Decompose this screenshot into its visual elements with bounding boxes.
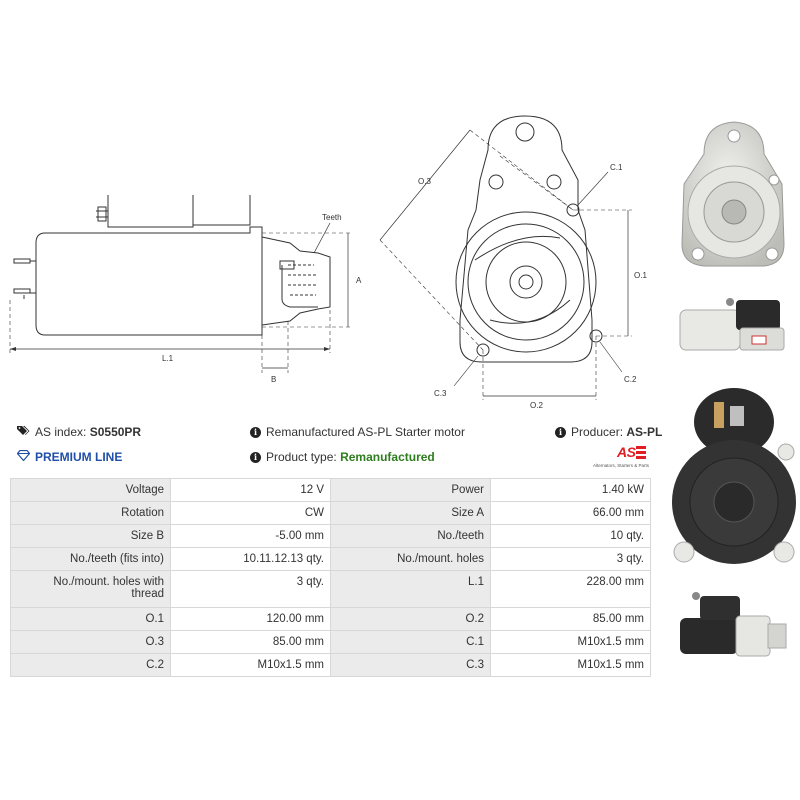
table-row: O.1 120.00 mm O.2 85.00 mm xyxy=(10,607,651,631)
teeth-label: Teeth xyxy=(322,213,342,222)
hole-c1 xyxy=(566,203,580,217)
diamond-icon xyxy=(16,449,31,464)
c2-label: C.2 xyxy=(624,375,637,384)
premium-line: PREMIUM LINE xyxy=(16,449,123,464)
dimension-o1-label: O.1 xyxy=(634,271,647,280)
spec-value: CW xyxy=(170,501,331,525)
spec-value: 66.00 mm xyxy=(490,501,651,525)
c3-label: C.3 xyxy=(434,389,447,398)
spec-label: C.1 xyxy=(330,630,491,654)
solenoid-outline xyxy=(107,195,194,228)
dimension-l1-label: L.1 xyxy=(162,354,174,363)
product-description-text: Remanufactured AS-PL Starter motor xyxy=(266,425,465,439)
product-description: i Remanufactured AS-PL Starter motor xyxy=(250,425,465,439)
table-row: C.2 M10x1.5 mm C.3 M10x1.5 mm xyxy=(10,653,651,677)
logo-letters: AS xyxy=(617,444,636,460)
spec-label: L.1 xyxy=(330,570,491,608)
logo-mark-icon xyxy=(636,446,646,459)
producer-label: Producer: xyxy=(571,425,624,439)
specifications-table: Voltage 12 V Power 1.40 kW Rotation CW S… xyxy=(10,478,651,677)
spec-value: 228.00 mm xyxy=(490,570,651,608)
info-icon: i xyxy=(250,426,261,438)
product-type: i Product type: Remanufactured xyxy=(250,450,435,464)
table-row: No./mount. holes with thread 3 qty. L.1 … xyxy=(10,570,651,608)
spec-value: 10.11.12.13 qty. xyxy=(170,547,331,571)
producer: i Producer: AS-PL xyxy=(555,425,662,439)
dimension-b-label: B xyxy=(271,375,276,384)
as-index-value[interactable]: S0550PR xyxy=(89,425,142,439)
c1-label: C.1 xyxy=(610,163,623,172)
spec-label: No./teeth xyxy=(330,524,491,548)
product-photo-side-2[interactable] xyxy=(676,588,792,664)
spec-label: No./teeth (fits into) xyxy=(10,547,171,571)
spec-value: 3 qty. xyxy=(490,547,651,571)
hole-c2 xyxy=(589,329,603,343)
tags-icon xyxy=(17,425,30,439)
product-photo-front[interactable] xyxy=(664,114,800,284)
spec-value: 3 qty. xyxy=(170,570,331,608)
as-index-label: AS index: xyxy=(35,425,87,439)
spec-label: Voltage xyxy=(10,478,171,502)
product-photo-rear[interactable] xyxy=(664,382,800,574)
front-view-drawing: O.3 O.1 O.2 C.1 C.2 C.3 xyxy=(379,115,647,410)
as-pl-logo: AS Alternators, Starters & Parts xyxy=(593,444,657,470)
spec-value: 120.00 mm xyxy=(170,607,331,631)
table-row: Size B -5.00 mm No./teeth 10 qty. xyxy=(10,524,651,548)
table-row: Voltage 12 V Power 1.40 kW xyxy=(10,478,651,502)
info-icon: i xyxy=(555,426,566,438)
info-icon: i xyxy=(250,451,261,463)
side-view-drawing: Teeth A L.1 B xyxy=(9,195,362,384)
logo-tagline: Alternators, Starters & Parts xyxy=(593,463,650,468)
table-row: No./teeth (fits into) 10.11.12.13 qty. N… xyxy=(10,547,651,571)
spec-value: 85.00 mm xyxy=(170,630,331,654)
spec-value: M10x1.5 mm xyxy=(490,653,651,677)
as-index: AS index: S0550PR xyxy=(17,425,141,439)
dimension-o3-label: O.3 xyxy=(418,177,431,186)
table-row: Rotation CW Size A 66.00 mm xyxy=(10,501,651,525)
motor-body-outline xyxy=(35,226,263,336)
spec-label: No./mount. holes xyxy=(330,547,491,571)
spec-label: Size A xyxy=(330,501,491,525)
table-row: O.3 85.00 mm C.1 M10x1.5 mm xyxy=(10,630,651,654)
product-type-value: Remanufactured xyxy=(340,450,435,464)
spec-label: C.3 xyxy=(330,653,491,677)
spec-label: O.3 xyxy=(10,630,171,654)
dimension-o3-line xyxy=(379,129,471,241)
producer-value[interactable]: AS-PL xyxy=(626,425,663,439)
dimension-a-label: A xyxy=(356,276,362,285)
spec-value: M10x1.5 mm xyxy=(170,653,331,677)
product-type-label: Product type: xyxy=(266,450,337,464)
hole-c3 xyxy=(476,343,490,357)
front-flange-outline xyxy=(459,115,593,363)
premium-line-label: PREMIUM LINE xyxy=(35,450,123,464)
spec-label: Size B xyxy=(10,524,171,548)
spec-label: O.2 xyxy=(330,607,491,631)
spec-value: 12 V xyxy=(170,478,331,502)
spec-label: O.1 xyxy=(10,607,171,631)
spec-value: 10 qty. xyxy=(490,524,651,548)
spec-label: Rotation xyxy=(10,501,171,525)
product-photo-side-1[interactable] xyxy=(676,288,792,364)
dimension-o2-label: O.2 xyxy=(530,401,543,410)
spec-label: Power xyxy=(330,478,491,502)
spec-label: No./mount. holes with thread xyxy=(10,570,171,608)
spec-value: -5.00 mm xyxy=(170,524,331,548)
spec-value: M10x1.5 mm xyxy=(490,630,651,654)
spec-value: 85.00 mm xyxy=(490,607,651,631)
spec-value: 1.40 kW xyxy=(490,478,651,502)
spec-label: C.2 xyxy=(10,653,171,677)
